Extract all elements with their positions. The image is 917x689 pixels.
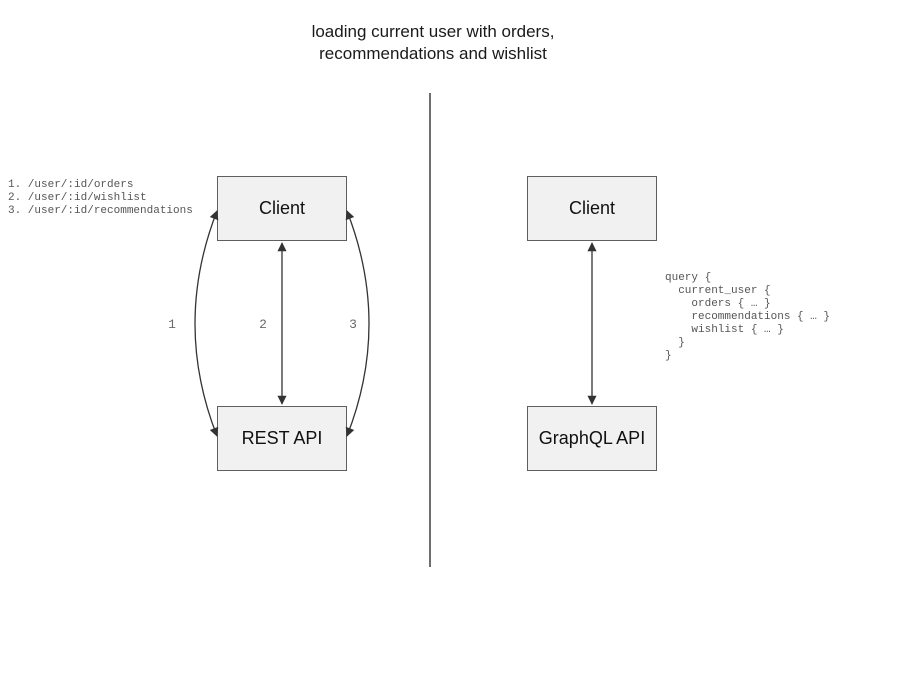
diagram-title-line2: recommendations and wishlist xyxy=(319,44,547,63)
query-line: orders { … } xyxy=(665,298,771,310)
query-line: wishlist { … } xyxy=(665,324,784,336)
rest-api-label: REST API xyxy=(241,428,323,448)
rest-endpoint-orders: 1. /user/:id/orders xyxy=(8,179,134,191)
rest-arrow-1-curve xyxy=(194,210,219,437)
rest-endpoint-list: 1. /user/:id/orders 2. /user/:id/wishlis… xyxy=(8,179,193,218)
rest-endpoint-wishlist: 2. /user/:id/wishlist xyxy=(8,192,147,204)
graphql-api-label: GraphQL API xyxy=(538,428,646,448)
rest-client-box: Client xyxy=(217,176,347,241)
query-line: } xyxy=(665,337,685,349)
rest-endpoint-recommendations: 3. /user/:id/recommendations xyxy=(8,205,193,217)
graphql-api-box: GraphQL API xyxy=(527,406,657,471)
rest-api-box: REST API xyxy=(217,406,347,471)
rest-arrow-label-1: 1 xyxy=(168,317,176,332)
diagram-title: loading current user with orders, recomm… xyxy=(233,21,633,65)
graphql-client-label: Client xyxy=(568,198,616,218)
query-line: } xyxy=(665,350,672,362)
query-line: current_user { xyxy=(665,285,771,297)
query-line: recommendations { … } xyxy=(665,311,831,323)
rest-client-label: Client xyxy=(258,198,306,218)
rest-arrow-label-2: 2 xyxy=(259,317,267,332)
vertical-divider xyxy=(429,93,431,567)
graphql-client-box: Client xyxy=(527,176,657,241)
graphql-query-block: query { current_user { orders { … } reco… xyxy=(665,272,830,363)
rest-arrow-label-3: 3 xyxy=(349,317,357,332)
diagram-title-line1: loading current user with orders, xyxy=(311,22,555,41)
query-line: query { xyxy=(665,272,712,284)
